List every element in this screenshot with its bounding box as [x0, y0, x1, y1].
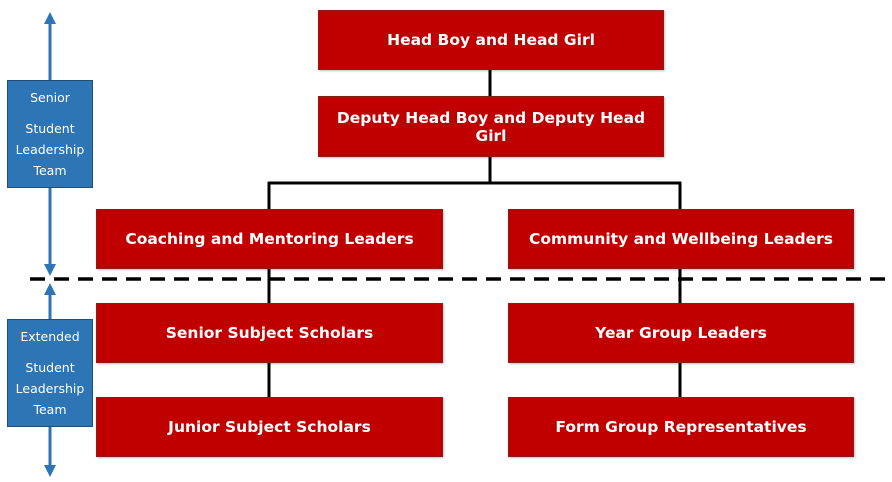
extended-team-label: Extended Student Leadership Team — [7, 319, 93, 427]
coaching-mentoring-leaders-box: Coaching and Mentoring Leaders — [96, 209, 443, 269]
community-wellbeing-leaders-box: Community and Wellbeing Leaders — [508, 209, 854, 269]
senior-team-line3: Leadership — [15, 142, 85, 157]
extended-team-line3: Leadership — [15, 381, 85, 396]
senior-team-line1: Senior — [30, 90, 70, 105]
form-group-representatives-box: Form Group Representatives — [508, 397, 854, 457]
head-boy-head-girl-box: Head Boy and Head Girl — [318, 10, 664, 70]
deputy-head-box: Deputy Head Boy and Deputy Head Girl — [318, 96, 664, 157]
senior-team-line4: Team — [33, 163, 67, 178]
senior-subject-scholars-box: Senior Subject Scholars — [96, 303, 443, 363]
senior-team-line2: Student — [25, 121, 75, 136]
extended-team-line4: Team — [33, 402, 67, 417]
year-group-leaders-box: Year Group Leaders — [508, 303, 854, 363]
extended-team-line1: Extended — [20, 329, 80, 344]
junior-subject-scholars-box: Junior Subject Scholars — [96, 397, 443, 457]
senior-team-label: Senior Student Leadership Team — [7, 80, 93, 188]
extended-team-line2: Student — [25, 360, 75, 375]
